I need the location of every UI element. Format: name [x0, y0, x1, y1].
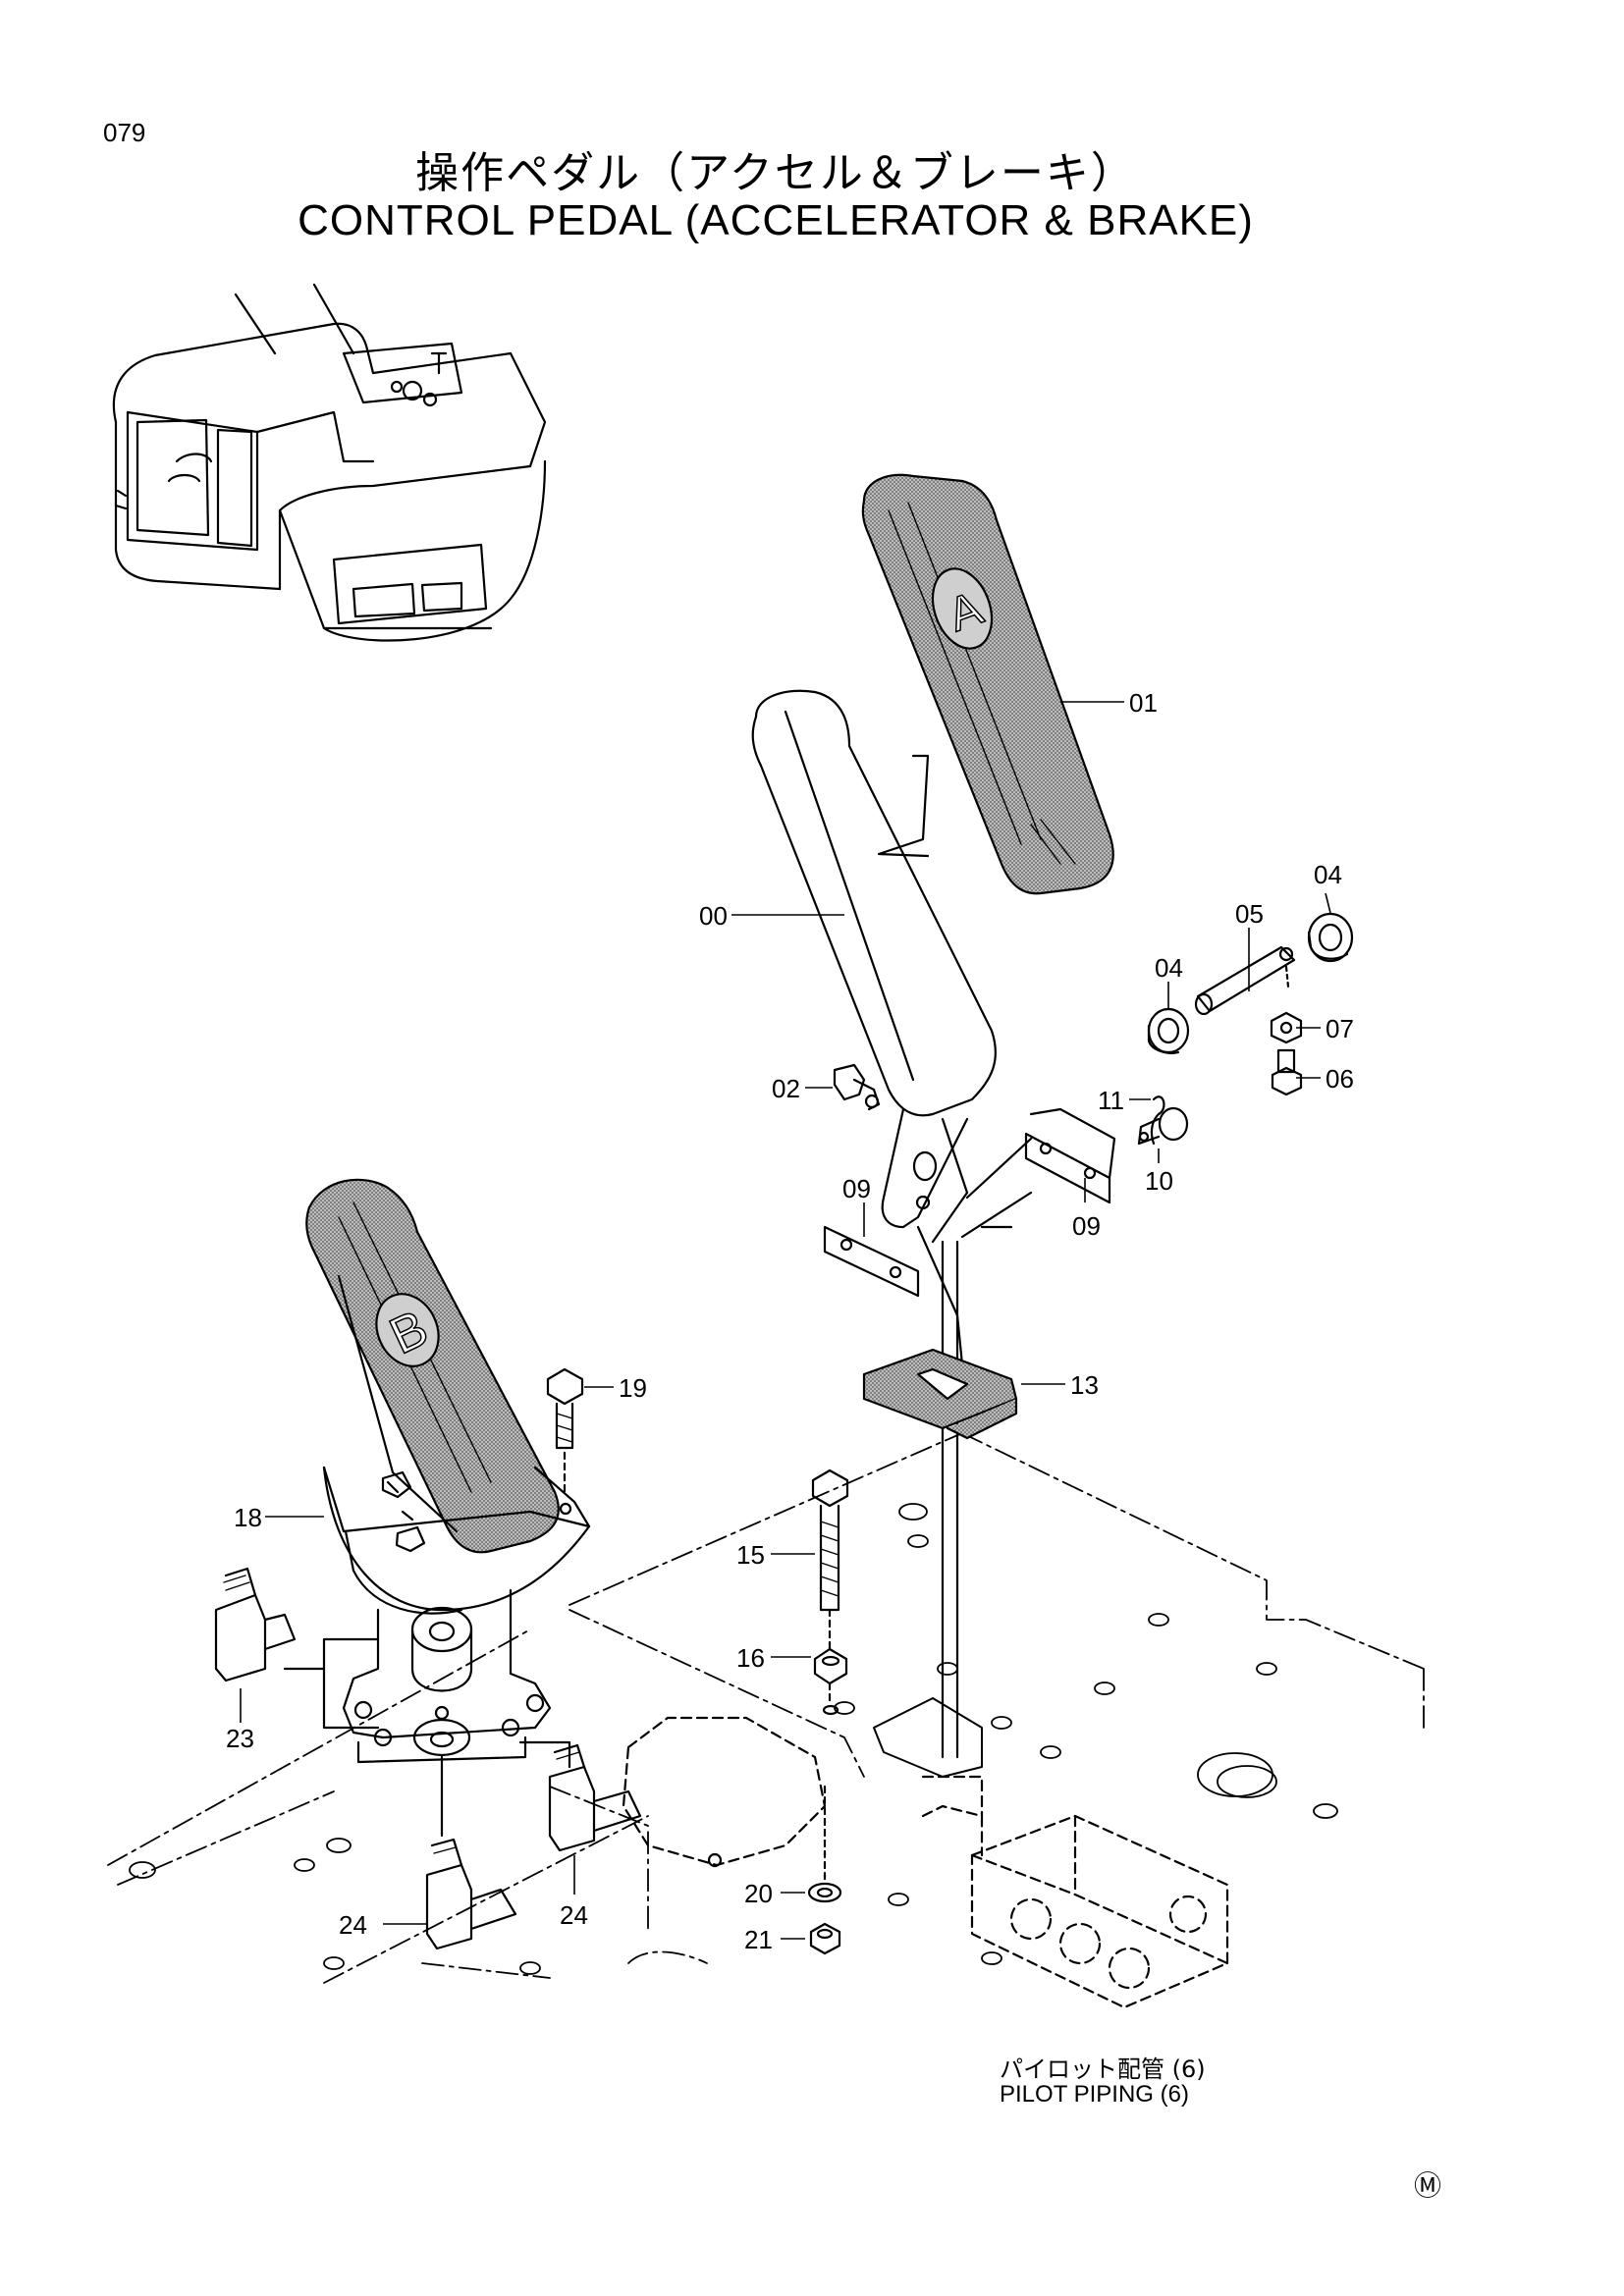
pilot-piping-en: PILOT PIPING (6): [1000, 2081, 1189, 2108]
callout-16: 16: [736, 1643, 765, 1673]
callout-09-right: 09: [1072, 1211, 1101, 1241]
callout-15: 15: [736, 1540, 765, 1570]
washer-20: [807, 1882, 842, 1903]
corner-mark: Ⓜ: [1414, 2169, 1442, 2202]
floor-plate: [107, 1432, 1425, 1984]
callout-19: 19: [619, 1373, 647, 1403]
title-japanese: 操作ペダル（アクセル＆ブレーキ）: [415, 148, 1136, 198]
title-english: CONTROL PEDAL (ACCELERATOR & BRAKE): [298, 196, 1254, 244]
grease-fitting-02: [833, 1063, 881, 1111]
boot-13: [862, 1348, 1018, 1440]
pin-05: [1194, 945, 1296, 1016]
callout-07: 07: [1326, 1014, 1354, 1043]
valve-bracket: [622, 1716, 827, 1867]
callout-24-right: 24: [560, 1900, 588, 1930]
callout-09-left: 09: [842, 1174, 871, 1203]
callout-06: 06: [1326, 1064, 1354, 1094]
pilot-piping-jp: パイロット配管 (6): [1000, 2056, 1206, 2083]
callout-05: 05: [1235, 899, 1264, 929]
brake-pedal: [305, 1178, 591, 1764]
callout-00: 00: [699, 901, 728, 931]
floor-slot: [873, 1697, 983, 1778]
elbow-24-left: [425, 1838, 517, 1950]
elbow-23: [214, 1567, 297, 1682]
callout-11: 11: [1098, 1086, 1124, 1115]
plate-09-left: [823, 1225, 920, 1298]
bolt-19: [546, 1367, 584, 1494]
pilot-valve-block: [921, 1775, 1229, 2009]
cotter-pin-11: [1150, 1095, 1165, 1146]
callout-13: 13: [1070, 1370, 1099, 1400]
clevis-pin-10: [1137, 1106, 1189, 1146]
callout-21: 21: [744, 1925, 773, 1954]
bolt-15: [811, 1468, 849, 1651]
accelerator-rod: [941, 1240, 959, 1759]
nut-21: [809, 1922, 841, 1955]
bushing-04-lower: [1147, 1007, 1190, 1054]
machine-cab-illustration: [112, 283, 547, 642]
callout-04-lower: 04: [1155, 953, 1183, 983]
callout-24-left: 24: [339, 1910, 367, 1940]
callout-23: 23: [226, 1724, 254, 1753]
plate-09-right: [1024, 1107, 1116, 1204]
bolt-06: [1271, 1048, 1303, 1096]
nut-16: [813, 1647, 848, 1716]
elbow-24-right: [548, 1743, 642, 1852]
floor-holes: [129, 1503, 1338, 1975]
callout-20: 20: [744, 1879, 773, 1908]
accelerator-pad: [861, 473, 1114, 895]
nut-07: [1270, 1011, 1303, 1044]
callout-04-upper: 04: [1314, 860, 1342, 889]
callout-02: 02: [772, 1074, 800, 1103]
callout-18: 18: [234, 1503, 262, 1532]
callout-10: 10: [1145, 1166, 1173, 1196]
page-number: 079: [103, 118, 146, 147]
callout-01: 01: [1129, 688, 1158, 718]
